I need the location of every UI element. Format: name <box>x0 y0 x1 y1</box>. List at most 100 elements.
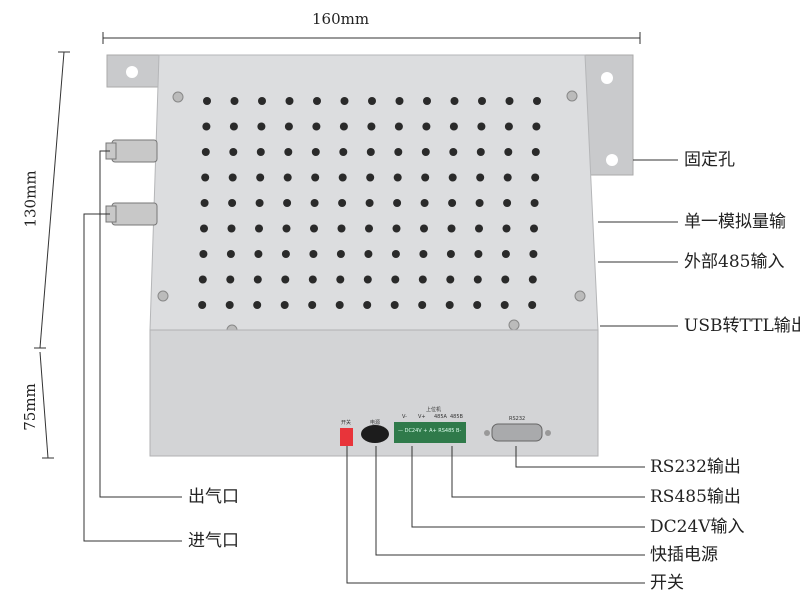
vent-hole <box>201 173 210 182</box>
rs232-port <box>491 423 543 442</box>
vent-hole <box>531 148 540 156</box>
vent-hole <box>335 301 344 309</box>
label-rs232-output: RS232输出 <box>650 457 741 477</box>
vent-hole <box>423 97 431 105</box>
vent-hole <box>366 173 375 182</box>
vent-hole <box>228 173 237 182</box>
vent-hole <box>311 148 320 156</box>
vent-hole <box>284 148 293 156</box>
vent-hole <box>476 148 485 156</box>
vent-hole <box>477 122 486 131</box>
terminal-485b: 485B <box>450 414 463 420</box>
vent-hole <box>449 122 458 131</box>
vent-hole <box>313 97 321 105</box>
vent-hole <box>392 224 401 233</box>
vent-hole <box>283 199 292 207</box>
vent-hole <box>420 199 429 207</box>
vent-hole <box>391 275 400 284</box>
top-plate <box>149 54 599 331</box>
vent-hole <box>340 97 349 105</box>
vent-hole <box>529 250 538 258</box>
vent-hole <box>366 148 375 156</box>
vent-hole <box>339 148 348 156</box>
power-print: 电源 <box>370 420 381 426</box>
vent-hole <box>228 199 237 207</box>
vent-hole <box>446 250 455 258</box>
vent-hole <box>450 97 459 105</box>
label-rs485-output: RS485输出 <box>650 487 741 507</box>
terminal-v-minus: V- <box>402 414 407 420</box>
vent-hole <box>528 275 537 284</box>
vent-hole <box>394 122 403 131</box>
vent-hole <box>502 224 511 233</box>
vent-hole <box>448 199 457 207</box>
vent-hole <box>257 122 266 131</box>
vent-hole <box>393 199 402 207</box>
vent-hole <box>200 224 208 233</box>
vent-hole <box>363 275 372 284</box>
rs232-print: RS232 <box>509 416 526 422</box>
label-usb-ttl-output: USB转TTL输出 <box>684 316 800 336</box>
right-mounting-hole <box>606 154 618 166</box>
vent-hole <box>475 199 484 207</box>
vent-hole <box>531 173 540 182</box>
vent-hole <box>308 301 317 309</box>
vent-hole <box>473 275 482 284</box>
vent-hole <box>338 173 347 182</box>
vent-hole <box>421 148 430 156</box>
vent-hole <box>281 250 290 258</box>
vent-hole <box>201 148 210 156</box>
host-print: 上位机 <box>426 407 442 413</box>
vent-hole <box>532 122 541 131</box>
vent-hole <box>530 224 538 233</box>
vent-hole <box>253 301 262 309</box>
power-switch <box>340 428 353 446</box>
vent-hole <box>474 250 483 258</box>
vent-hole <box>229 122 238 131</box>
label-switch: 开关 <box>650 573 684 593</box>
vent-hole <box>503 173 512 182</box>
vent-hole <box>338 199 347 207</box>
vent-hole <box>418 275 427 284</box>
vent-hole <box>475 224 483 233</box>
vent-hole <box>253 275 262 284</box>
switch-print: 开关 <box>341 420 352 426</box>
vent-hole <box>448 173 457 182</box>
vent-hole <box>445 301 454 309</box>
vent-hole <box>533 97 541 105</box>
vent-hole <box>283 173 292 182</box>
vent-hole <box>365 199 374 207</box>
terminal-485a: 485A <box>434 414 447 420</box>
vent-hole <box>312 122 321 131</box>
power-jack <box>361 425 389 443</box>
vent-hole <box>199 250 208 258</box>
vent-hole <box>336 275 345 284</box>
vent-hole <box>365 224 373 233</box>
vent-hole <box>476 173 485 182</box>
label-analog-output: 单一模拟量输 <box>684 212 786 232</box>
vent-hole <box>280 301 289 309</box>
vent-hole <box>420 224 428 233</box>
vent-hole <box>449 148 458 156</box>
vent-hole <box>200 199 209 207</box>
vent-hole <box>530 199 539 207</box>
vent-hole <box>308 275 317 284</box>
vent-hole <box>418 301 427 309</box>
vent-hole <box>229 148 238 156</box>
vent-hole <box>391 250 400 258</box>
vent-hole <box>281 275 290 284</box>
terminal-block <box>394 422 466 443</box>
vent-hole <box>473 301 482 309</box>
vent-hole <box>310 224 318 233</box>
vent-hole <box>255 224 263 233</box>
vent-hole <box>258 97 266 105</box>
vent-hole <box>528 301 537 309</box>
height-dimension: 130mm <box>21 170 40 228</box>
vent-hole <box>225 301 234 309</box>
vent-hole <box>501 250 510 258</box>
vent-hole <box>364 250 373 258</box>
vent-hole <box>311 173 320 182</box>
width-dimension: 160mm <box>312 10 370 28</box>
terminal-v-plus: V+ <box>418 414 426 420</box>
vent-hole <box>390 301 399 309</box>
